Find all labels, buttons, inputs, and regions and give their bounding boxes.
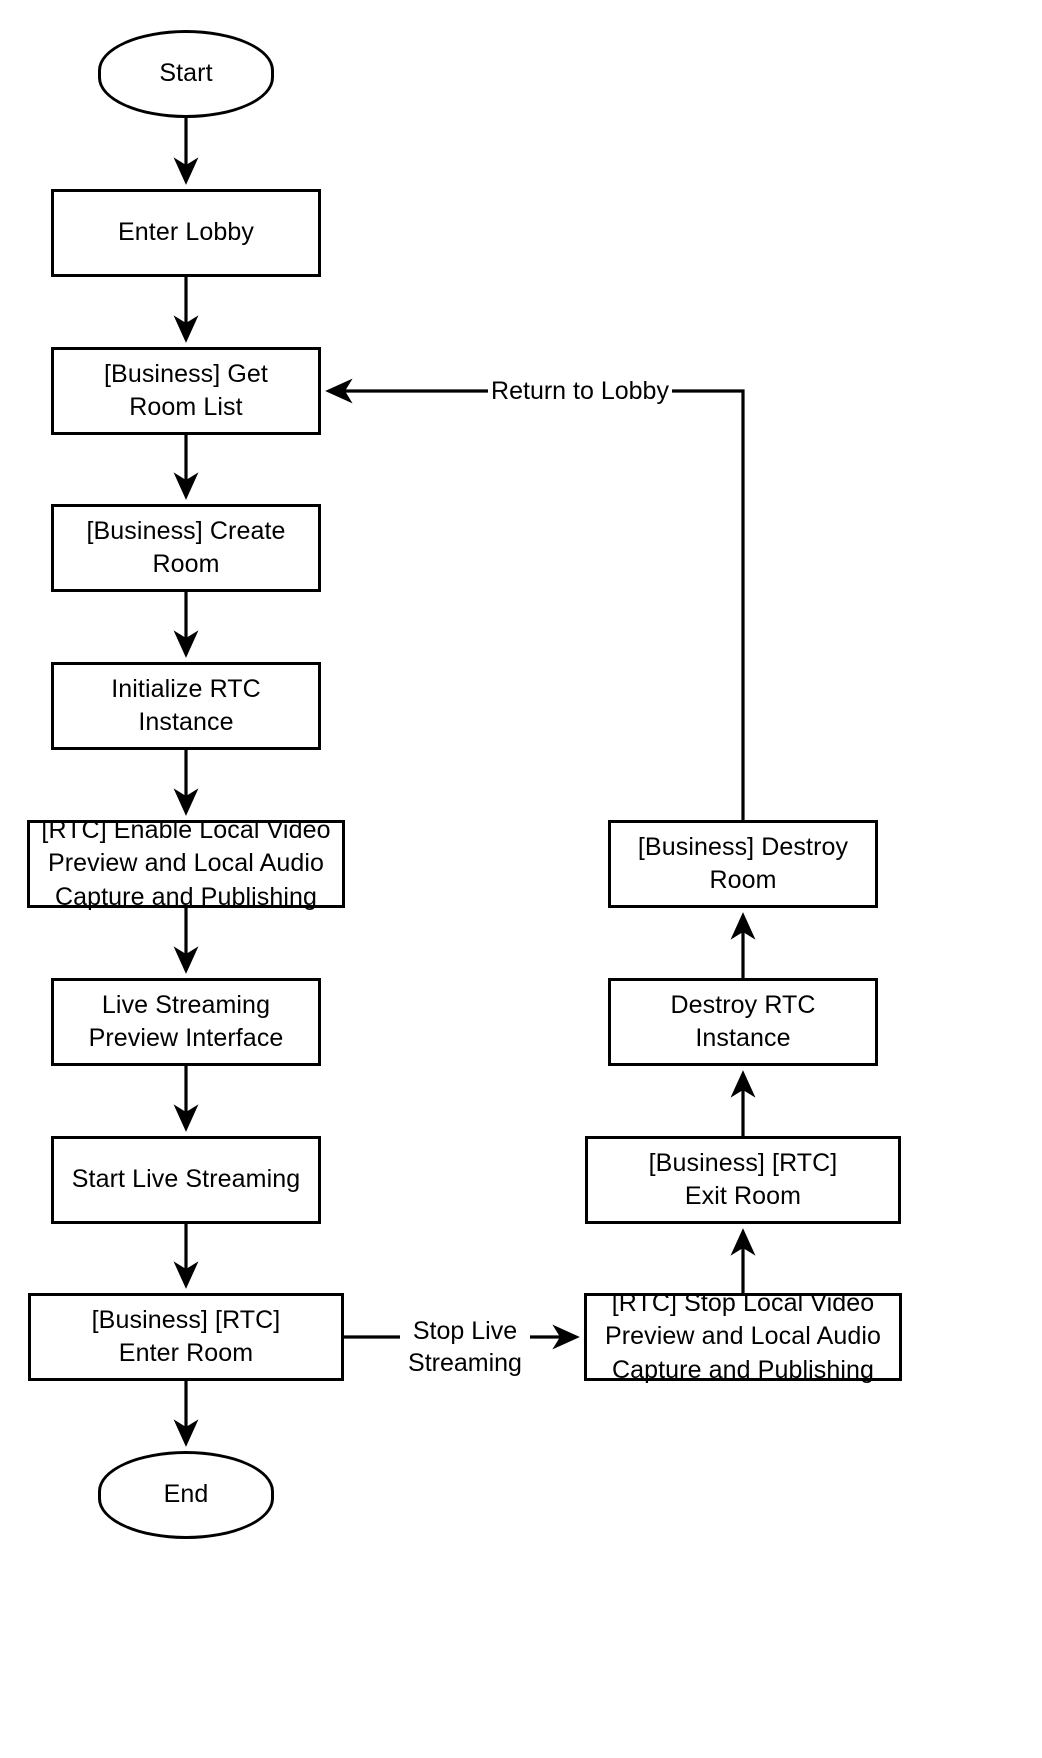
node-destroy-room[interactable]: [Business] Destroy Room bbox=[608, 820, 878, 908]
edge-destroy-room-to-room-list bbox=[325, 378, 745, 820]
node-enter-room[interactable]: [Business] [RTC] Enter Room bbox=[28, 1293, 344, 1381]
edge-label-stop-live-streaming: Stop Live Streaming bbox=[400, 1313, 530, 1381]
node-create-room[interactable]: [Business] Create Room bbox=[51, 504, 321, 592]
node-start-live-streaming[interactable]: Start Live Streaming bbox=[51, 1136, 321, 1224]
node-exit-room[interactable]: [Business] [RTC] Exit Room bbox=[585, 1136, 901, 1224]
node-enable-local-video-audio[interactable]: [RTC] Enable Local Video Preview and Loc… bbox=[27, 816, 345, 911]
node-initialize-rtc-instance[interactable]: Initialize RTC Instance bbox=[51, 662, 321, 750]
node-enter-lobby[interactable]: Enter Lobby bbox=[51, 189, 321, 277]
node-stop-local-video-audio[interactable]: [RTC] Stop Local Video Preview and Local… bbox=[584, 1289, 902, 1384]
node-live-streaming-preview-interface[interactable]: Live Streaming Preview Interface bbox=[51, 978, 321, 1066]
node-destroy-rtc-instance[interactable]: Destroy RTC Instance bbox=[608, 978, 878, 1066]
node-get-room-list[interactable]: [Business] Get Room List bbox=[51, 347, 321, 435]
edge-label-return-to-lobby: Return to Lobby bbox=[488, 374, 672, 408]
node-end[interactable]: End bbox=[98, 1451, 274, 1539]
node-start[interactable]: Start bbox=[98, 30, 274, 118]
